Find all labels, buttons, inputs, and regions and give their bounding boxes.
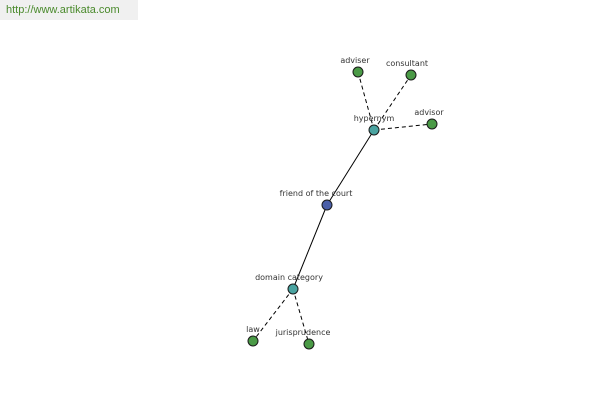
graph-nodes: friend of the court hypernym domain catego… bbox=[246, 56, 444, 350]
node-marker-hypernym[interactable] bbox=[368, 124, 380, 136]
node-adviser[interactable]: adviser bbox=[340, 56, 370, 78]
node-label-domain: domain category bbox=[255, 273, 323, 282]
node-jurisprudence[interactable]: jurisprudence bbox=[275, 328, 331, 350]
node-marker-consultant[interactable] bbox=[405, 69, 417, 81]
node-marker-advisor[interactable] bbox=[426, 118, 438, 130]
node-label-law: law bbox=[246, 325, 260, 334]
node-label-hypernym: hypernym bbox=[354, 114, 395, 123]
site-url-watermark: http://www.artikata.com bbox=[0, 0, 138, 20]
node-label-advisor: advisor bbox=[414, 108, 444, 117]
edge-hypernym-advisor bbox=[373, 123, 433, 131]
node-advisor[interactable]: advisor bbox=[414, 108, 444, 130]
node-law[interactable]: law bbox=[246, 325, 260, 347]
node-marker-law[interactable] bbox=[247, 335, 259, 347]
node-hypernym[interactable]: hypernym bbox=[354, 114, 395, 136]
edge-main-domain bbox=[292, 204, 328, 290]
edge-domain-jurisprudence bbox=[292, 288, 310, 345]
edge-hypernym-adviser bbox=[357, 71, 375, 131]
node-domain[interactable]: domain category bbox=[255, 273, 323, 295]
node-label-consultant: consultant bbox=[386, 59, 428, 68]
node-label-jurisprudence: jurisprudence bbox=[275, 328, 331, 337]
node-marker-main[interactable] bbox=[321, 199, 333, 211]
node-label-main: friend of the court bbox=[280, 189, 353, 198]
graph-edges bbox=[252, 71, 433, 345]
node-consultant[interactable]: consultant bbox=[386, 59, 428, 81]
node-label-adviser: adviser bbox=[340, 56, 370, 65]
node-marker-jurisprudence[interactable] bbox=[303, 338, 315, 350]
edge-domain-law bbox=[252, 288, 294, 342]
edge-main-hypernym bbox=[326, 129, 375, 206]
node-marker-adviser[interactable] bbox=[352, 66, 364, 78]
node-marker-domain[interactable] bbox=[287, 283, 299, 295]
node-main[interactable]: friend of the court bbox=[280, 189, 353, 211]
